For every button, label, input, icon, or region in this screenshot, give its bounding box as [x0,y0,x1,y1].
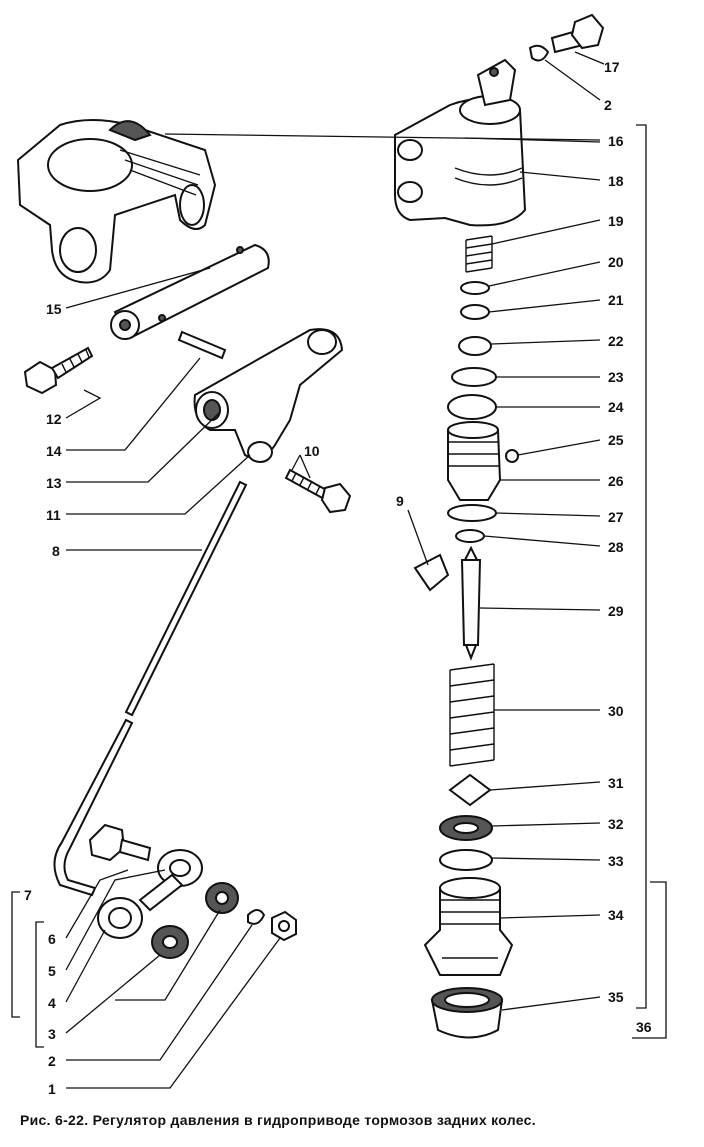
leader-lines [11,51,667,1089]
rod-part-8 [53,480,248,897]
label-6: 6 [48,931,56,947]
pin-part-14 [177,330,227,360]
label-1: 1 [48,1081,56,1097]
label-4: 4 [48,995,56,1011]
label-27: 27 [608,509,624,525]
label-12: 12 [46,411,62,427]
rings-stack [447,281,497,420]
bolt-part-12 [23,346,94,395]
label-31: 31 [608,775,624,791]
label-5: 5 [48,963,56,979]
bolt-part-10 [284,468,352,514]
piston-part-26 [447,421,519,501]
label-2-right: 2 [604,97,612,113]
label-29: 29 [608,603,624,619]
label-32: 32 [608,816,624,832]
label-19: 19 [608,213,624,229]
valve-housing [394,58,527,227]
label-11: 11 [46,507,61,523]
part-labels: 15 12 14 13 11 8 10 9 7 6 5 4 3 2 1 17 2… [24,59,652,1097]
label-25: 25 [608,432,624,448]
label-35: 35 [608,989,624,1005]
label-22: 22 [608,333,624,349]
label-18: 18 [608,173,624,189]
fitting-part-17 [528,13,605,62]
label-20: 20 [608,254,624,270]
axle-part-15 [110,243,270,340]
label-23: 23 [608,369,624,385]
spring-part-30 [449,663,495,767]
label-16: 16 [608,133,624,149]
label-10: 10 [304,443,320,459]
label-36: 36 [636,1019,652,1035]
label-9: 9 [396,493,404,509]
label-15: 15 [46,301,62,317]
clip-part-9 [413,553,450,592]
plunger-part-29 [460,545,482,661]
label-3: 3 [48,1026,56,1042]
rings-27-28 [447,504,497,543]
rings-31-33 [439,773,493,871]
mounting-bracket [16,119,217,284]
plug-part-34 [423,877,514,976]
label-26: 26 [608,473,624,489]
figure-caption: Рис. 6-22. Регулятор давления в гидропри… [20,1112,536,1128]
nut-part-35 [430,987,504,1039]
label-30: 30 [608,703,624,719]
label-33: 33 [608,853,624,869]
label-21: 21 [608,292,624,308]
label-2: 2 [48,1053,56,1069]
spring-part-19 [465,235,493,273]
label-14: 14 [46,443,62,459]
lower-joint-assembly [88,823,297,959]
label-17: 17 [604,59,620,75]
label-34: 34 [608,907,624,923]
label-8: 8 [52,543,60,559]
label-7: 7 [24,887,32,903]
label-28: 28 [608,539,624,555]
label-13: 13 [46,475,62,491]
label-24: 24 [608,399,624,415]
